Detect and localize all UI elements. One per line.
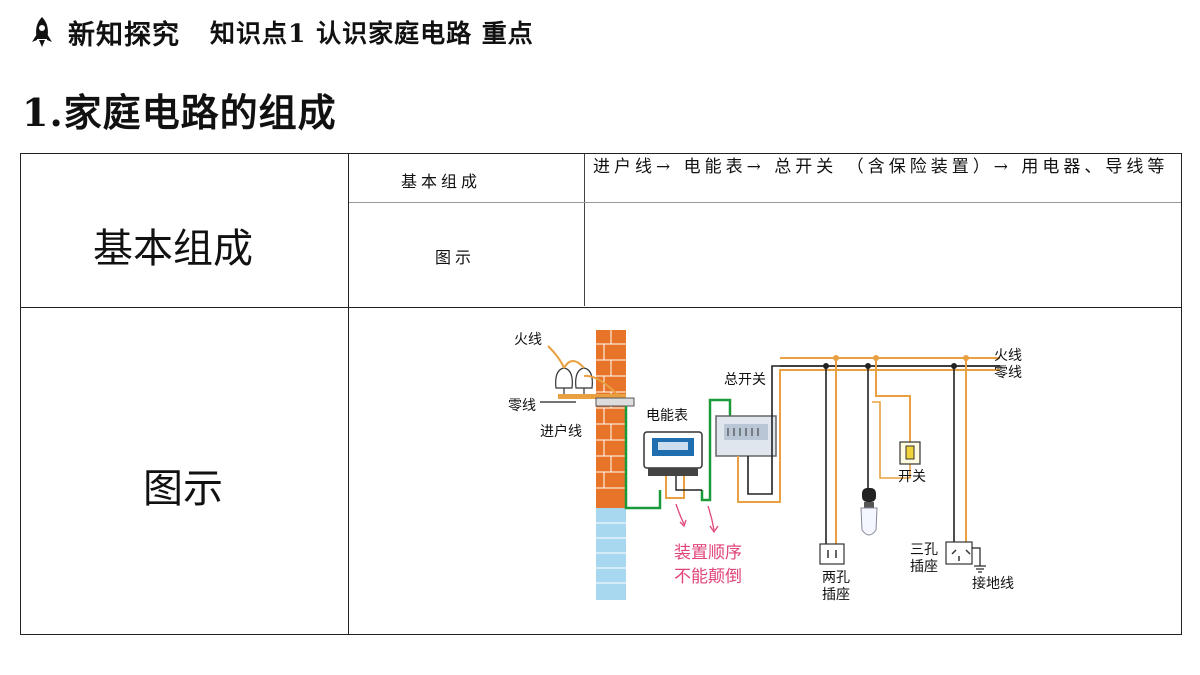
- inner-row2-label: 图示: [435, 248, 476, 267]
- row1-label: 基本组成: [93, 226, 253, 272]
- page-heading: 1.家庭电路的组成: [22, 90, 337, 135]
- label-two-hole-1: 两孔: [822, 570, 850, 586]
- composition-table: 基本组成 图示 基本组成 进户线→ 电能表→ 总开关 （含保险装置）→ 用电器、…: [20, 153, 1182, 635]
- switch-icon: [899, 441, 921, 465]
- two-hole-socket-icon: [819, 543, 845, 565]
- brick-wall: [596, 330, 626, 600]
- circuit-diagram: 火线 零线 进户线 电能表 总开关 火线 零线 开关 两孔 插座 三孔 插座 接…: [508, 330, 1022, 603]
- note-order-1: 装置顺序: [674, 543, 742, 563]
- label-ground-wire: 接地线: [972, 575, 1014, 592]
- label-zero-wire-right: 零线: [994, 365, 1022, 381]
- order-arrows: [675, 503, 719, 534]
- ground-icon: [974, 565, 986, 573]
- label-entry-wire: 进户线: [540, 423, 582, 440]
- three-hole-socket-icon: [945, 541, 973, 565]
- knowledge-point-title: 知识点1 认识家庭电路 重点: [210, 19, 534, 48]
- embedded-table: 基本组成 进户线→ 电能表→ 总开关 （含保险装置）→ 用电器、导线等 图示: [349, 154, 1181, 306]
- insulator-icon: [555, 367, 593, 396]
- label-switch: 开关: [898, 469, 926, 485]
- table-divider-vertical: [348, 154, 349, 634]
- label-fire-wire-left: 火线: [514, 332, 542, 348]
- label-meter: 电能表: [646, 408, 688, 424]
- main-switch-box: [715, 415, 777, 457]
- note-order-2: 不能颠倒: [674, 567, 742, 587]
- row2-label: 图示: [143, 466, 223, 512]
- label-main-switch: 总开关: [724, 372, 766, 388]
- header: 新知探究 知识点1 认识家庭电路 重点: [24, 12, 534, 52]
- label-zero-wire-left: 零线: [508, 398, 536, 414]
- electric-meter: [643, 431, 703, 476]
- label-three-hole-1: 三孔: [910, 542, 938, 558]
- label-fire-wire-right: 火线: [994, 348, 1022, 364]
- rocket-icon: [32, 17, 52, 47]
- inner-row1-content: 进户线→ 电能表→ 总开关 （含保险装置）→ 用电器、导线等: [593, 157, 1169, 177]
- table-divider-horizontal: [21, 307, 1181, 308]
- label-three-hole-2: 插座: [910, 559, 938, 575]
- inner-row1-label: 基本组成: [401, 172, 482, 191]
- section-title: 新知探究: [68, 19, 180, 51]
- lamp-icon: [860, 488, 878, 536]
- label-two-hole-2: 插座: [822, 587, 850, 603]
